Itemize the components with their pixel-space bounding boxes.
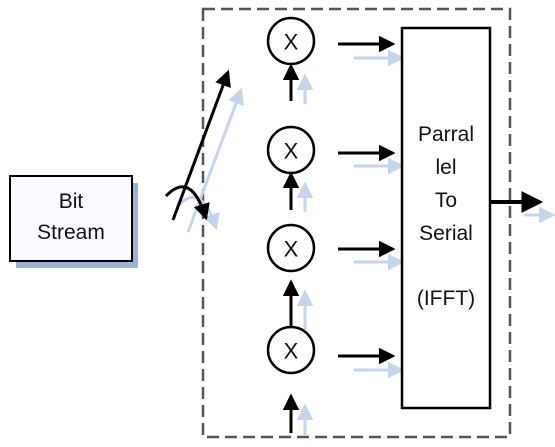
svg-text:X: X	[284, 339, 299, 364]
dashed-enclosure	[201, 7, 512, 439]
multiplier-2: X	[266, 125, 316, 175]
converter-label-1: Parral	[418, 123, 474, 146]
converter-label-3: To	[435, 189, 457, 212]
multiplier-1: X	[266, 16, 316, 66]
parallel-to-serial-box: Parral lel To Serial (IFFT)	[400, 26, 492, 410]
switch-shadow	[176, 87, 244, 233]
serial-to-parallel-switch	[164, 69, 231, 221]
svg-text:X: X	[284, 139, 299, 164]
svg-text:X: X	[284, 30, 299, 55]
output-arrows	[338, 35, 396, 365]
multiplier-4: X	[266, 325, 316, 375]
converter-label-2: lel	[435, 156, 456, 179]
multiplier-3: X	[266, 223, 316, 273]
bit-stream-box: Bit Stream	[9, 175, 138, 268]
svg-text:X: X	[284, 237, 299, 262]
converter-label-6: (IFFT)	[417, 287, 475, 310]
bit-stream-label-1: Bit	[59, 190, 84, 213]
converter-label-4: Serial	[419, 222, 473, 245]
output-arrow-shadows	[354, 49, 555, 379]
bit-stream-label-2: Stream	[37, 221, 105, 244]
